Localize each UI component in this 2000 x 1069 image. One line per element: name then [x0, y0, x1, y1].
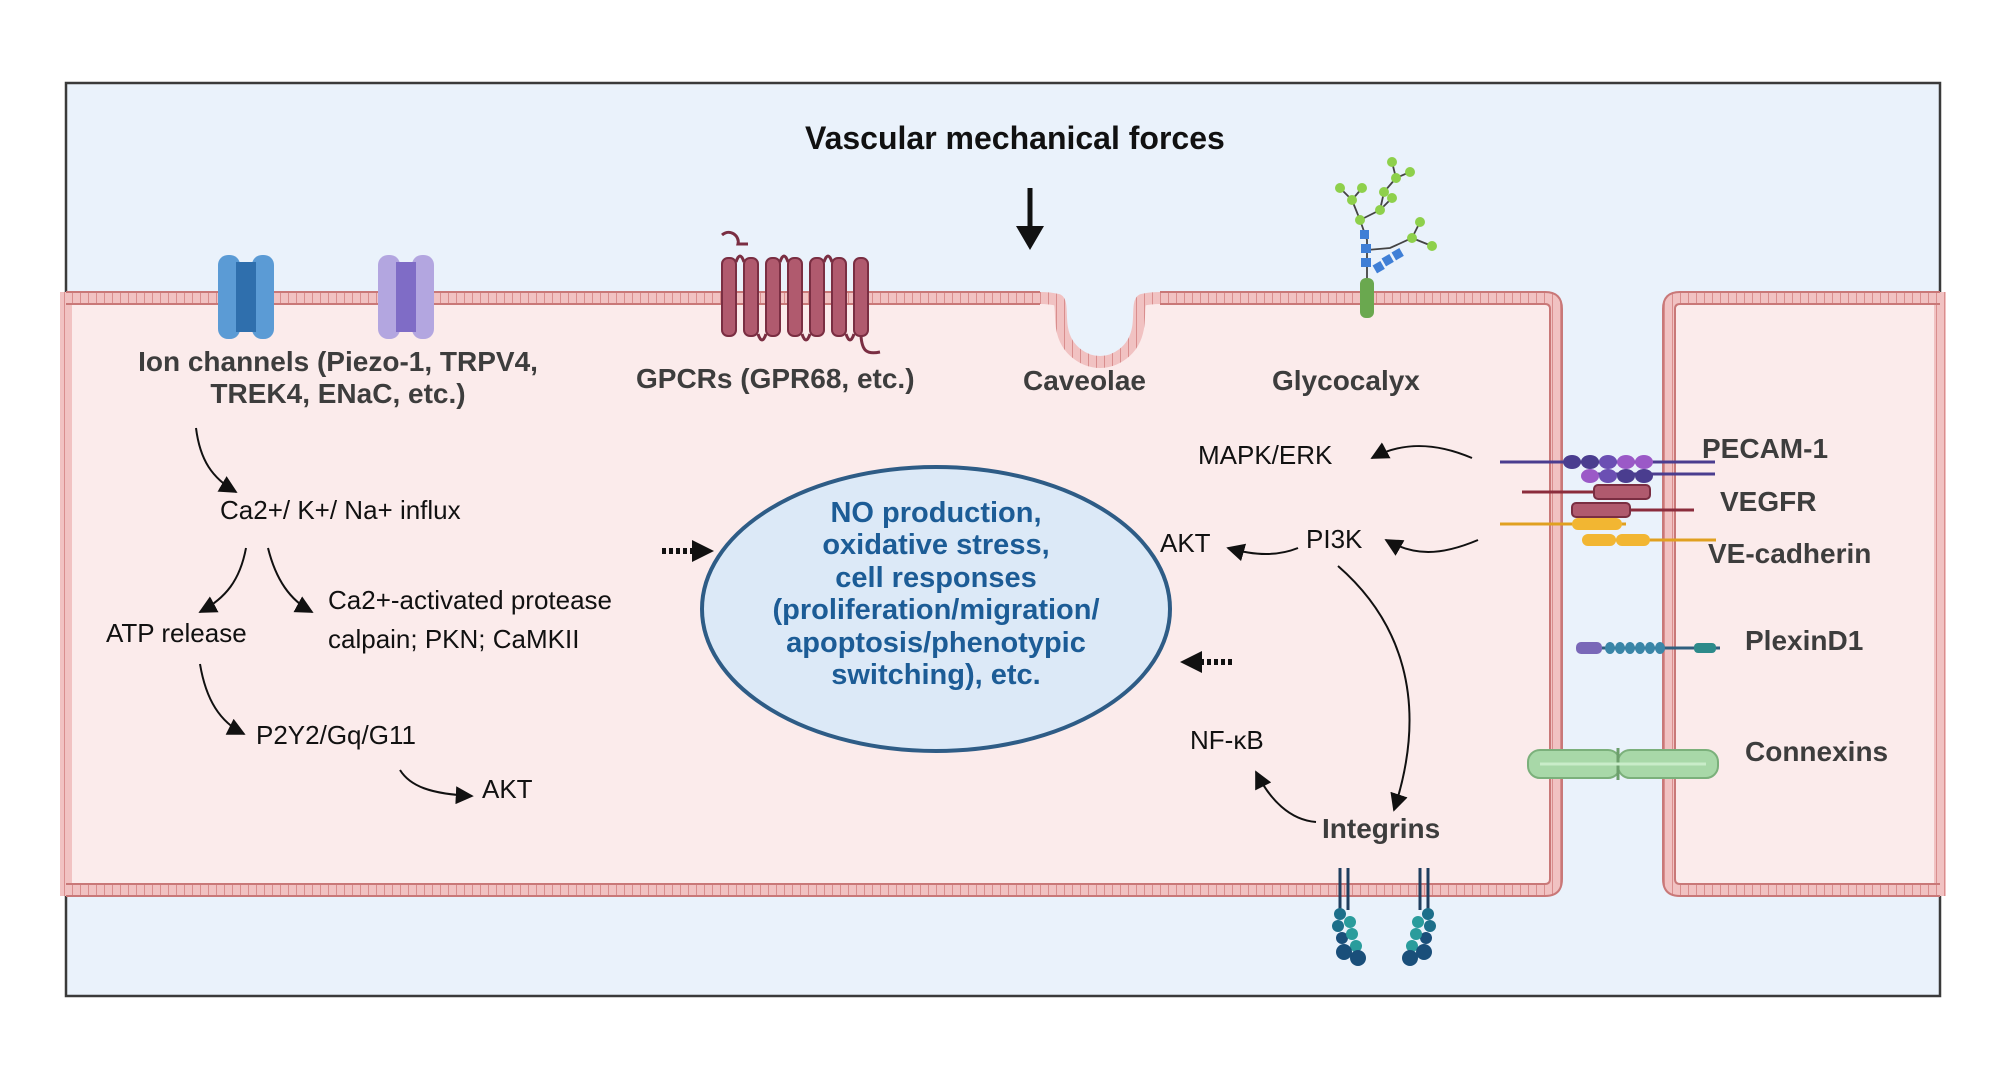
- integrin-right-icon: [1402, 868, 1436, 966]
- arrow-atp-to-p2y2: [199, 663, 246, 735]
- neighbor-cell: [1662, 291, 1946, 897]
- mapk-erk-label: MAPK/ERK: [1198, 440, 1333, 470]
- outcome-ellipse: [700, 465, 1172, 753]
- gpcr-icon: [721, 230, 881, 355]
- outcome-text: NO production, oxidative stress, cell re…: [702, 497, 1170, 692]
- force-arrow: [1016, 188, 1044, 250]
- left-akt-label: AKT: [482, 774, 533, 804]
- outcome-line-3: cell responses: [835, 561, 1037, 594]
- arrow-vecad-to-pi3k: [1384, 539, 1479, 556]
- ve-cadherin-icon: [1500, 518, 1716, 546]
- ion-channels-label-line2: TREK4, ENaC, etc.): [210, 378, 466, 409]
- arrow-pi3k-to-akt: [1226, 543, 1299, 562]
- glycocalyx-icon: [1335, 157, 1437, 318]
- influx-label: Ca2+/ K+/ Na+ influx: [220, 495, 461, 525]
- integrin-left-icon: [1332, 868, 1366, 966]
- arrow-influx-to-atp: [198, 547, 247, 613]
- pecam-1-label: PECAM-1: [1702, 433, 1829, 464]
- glycocalyx-label: Glycocalyx: [1272, 365, 1420, 396]
- arrow-pecam-to-mapk: [1370, 442, 1473, 459]
- left-input-arrow: [662, 540, 714, 562]
- connexins-label: Connexins: [1745, 736, 1889, 767]
- plexind1-icon: [1576, 642, 1720, 654]
- ion-channel-purple-icon: [378, 255, 434, 339]
- ion-channels-label-line1: Ion channels (Piezo-1, TRPV4,: [138, 346, 538, 377]
- gpcrs-label: GPCRs (GPR68, etc.): [636, 363, 915, 394]
- right-akt-label: AKT: [1160, 528, 1211, 558]
- protease-label-line2: calpain; PKN; CaMKII: [328, 624, 580, 654]
- nf-kb-label: NF-κB: [1190, 725, 1264, 755]
- arrow-ion-to-influx: [195, 427, 238, 493]
- atp-release-label: ATP release: [106, 618, 247, 648]
- outcome-line-4: (proliferation/migration/: [772, 594, 1100, 627]
- pecam-1-icon: [1500, 455, 1715, 483]
- ve-cadherin-label: VE-cadherin: [1708, 538, 1872, 569]
- right-input-arrow: [1180, 651, 1232, 673]
- arrow-integrins-to-nfkb: [1255, 770, 1317, 823]
- protease-label-line1: Ca2+-activated protease: [328, 585, 613, 615]
- p2y2-label: P2Y2/Gq/G11: [256, 720, 416, 750]
- arrow-influx-to-protease: [267, 547, 314, 613]
- pi3k-label: PI3K: [1306, 524, 1363, 554]
- arrow-p2y2-to-akt: [399, 769, 474, 805]
- diagram-title: Vascular mechanical forces: [805, 120, 1225, 156]
- caveolae-label: Caveolae: [1023, 365, 1146, 396]
- outcome-line-5: apoptosis/phenotypic: [786, 626, 1086, 659]
- outcome-line-6: switching), etc.: [831, 659, 1041, 692]
- connexins-icon: [1527, 748, 1719, 780]
- integrins-label: Integrins: [1322, 813, 1441, 844]
- ion-channel-blue-icon: [218, 255, 274, 339]
- arrow-pi3k-to-integrins: [1337, 565, 1411, 812]
- vegfr-icon: [1522, 484, 1694, 518]
- outcome-line-2: oxidative stress,: [822, 529, 1050, 562]
- plexind1-label: PlexinD1: [1745, 625, 1864, 656]
- outcome-line-1: NO production,: [830, 497, 1042, 529]
- vegfr-label: VEGFR: [1720, 486, 1817, 517]
